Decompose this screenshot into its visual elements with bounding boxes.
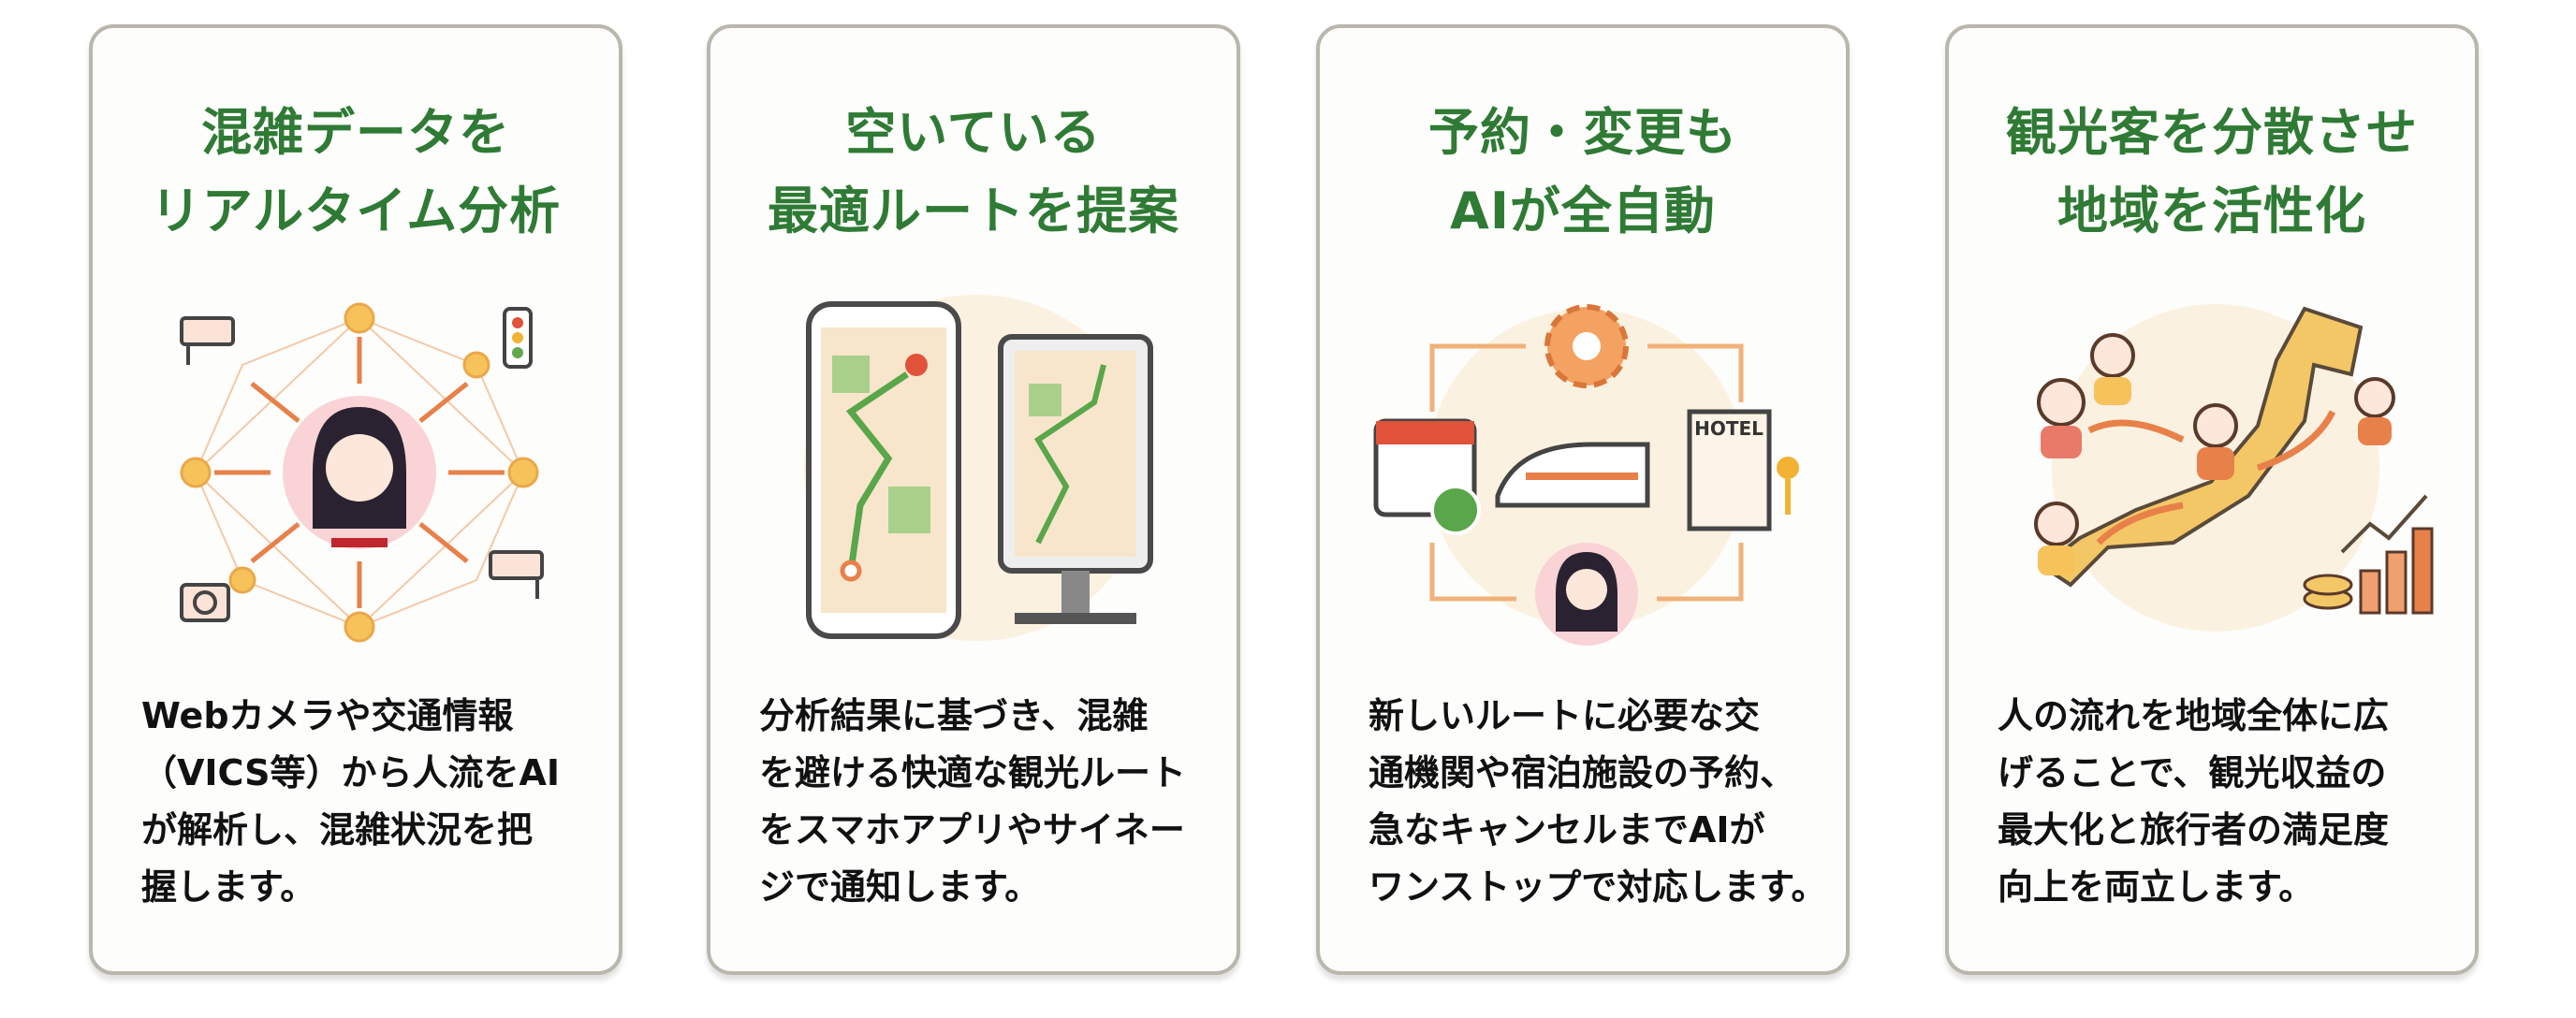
ai-avatar (1535, 543, 1638, 646)
body-line: 握します。 (141, 866, 316, 908)
title-line: 最適ルートを提案 (768, 182, 1179, 240)
body-line: を避ける快適な観光ルート (759, 752, 1187, 793)
body-line: （VICS等）から人流をAI (141, 752, 561, 793)
body-line: 新しいルートに必要な交 (1368, 695, 1761, 736)
digital-signage-icon (998, 334, 1153, 624)
body-line: 人の流れを地域全体に広 (1998, 695, 2390, 736)
body-line: ジで通知します。 (759, 866, 1041, 908)
title-line: 空いている (845, 103, 1102, 162)
gear-icon (1544, 304, 1629, 388)
title-line: 地域を活性化 (2057, 182, 2366, 240)
body-line: をスマホアプリやサイネー (759, 809, 1185, 851)
hotel-icon: HOTEL (1687, 409, 1799, 531)
card-title: 空いている 最適ルートを提案 (710, 94, 1237, 251)
calendar-check-icon (1373, 418, 1481, 535)
body-line: 最大化と旅行者の満足度 (1998, 809, 2390, 851)
title-line: 混雑データを (201, 103, 510, 162)
dispersion-arrows (2087, 410, 2336, 545)
title-line: リアルタイム分析 (150, 182, 562, 240)
card-description: Webカメラや交通情報 （VICS等）から人流をAI が解析し、混雑状況を把 握… (141, 688, 581, 916)
body-line: が解析し、混雑状況を把 (141, 809, 534, 851)
feature-card-regional-revitalization: 観光客を分散させ 地域を活性化 人の流れを地域全体に広 げることで、観光収益の … (1945, 24, 2479, 975)
title-line: 予約・変更も (1428, 103, 1737, 162)
train-icon (1495, 442, 1650, 508)
revenue-growth-icon (2303, 494, 2434, 615)
feature-card-realtime-analysis: 混雑データを リアルタイム分析 (89, 24, 622, 975)
camera-icon (180, 316, 544, 622)
card-description: 人の流れを地域全体に広 げることで、観光収益の 最大化と旅行者の満足度 向上を両… (1998, 688, 2437, 916)
body-line: げることで、観光収益の (1998, 752, 2387, 793)
booking-automation-illustration: HOTEL (1373, 304, 1799, 646)
feature-card-route-suggestion: 空いている 最適ルートを提案 分析結果に基づき、混雑 を避ける快適な観光ルート … (707, 24, 1240, 975)
card-description: 新しいルートに必要な交 通機関や宿泊施設の予約、 急なキャンセルまでAIが ワン… (1368, 688, 1827, 916)
traffic-light-icon (503, 307, 533, 369)
body-line: Webカメラや交通情報 (141, 695, 514, 736)
feature-card-auto-booking: 予約・変更も AIが全自動 HOTEL (1316, 24, 1850, 975)
card-description: 分析結果に基づき、混雑 を避ける快適な観光ルート をスマホアプリやサイネー ジで… (759, 688, 1199, 916)
title-line: 観光客を分散させ (2006, 103, 2418, 162)
network-analysis-illustration (180, 302, 544, 643)
cycle-arrows (1429, 343, 1744, 602)
route-map-illustration (804, 295, 1153, 641)
title-line: AIが全自動 (1450, 182, 1716, 240)
body-line: 急なキャンセルまでAIが (1368, 809, 1765, 851)
arrows (214, 337, 505, 608)
card-title: 観光客を分散させ 地域を活性化 (1949, 94, 2475, 251)
japan-map-icon (2039, 306, 2364, 588)
body-line: ワンストップで対応します。 (1368, 866, 1827, 908)
body-line: 向上を両立します。 (1998, 866, 2315, 908)
network-nodes (180, 302, 539, 643)
tourism-distribution-illustration (2034, 304, 2434, 632)
tourist-icons (2034, 333, 2395, 575)
smartphone-icon (806, 301, 961, 639)
card-title: 予約・変更も AIが全自動 (1320, 94, 1846, 251)
card-title: 混雑データを リアルタイム分析 (93, 94, 619, 251)
body-line: 通機関や宿泊施設の予約、 (1368, 752, 1796, 793)
body-line: 分析結果に基づき、混雑 (759, 695, 1149, 736)
hotel-sign: HOTEL (1694, 417, 1764, 440)
